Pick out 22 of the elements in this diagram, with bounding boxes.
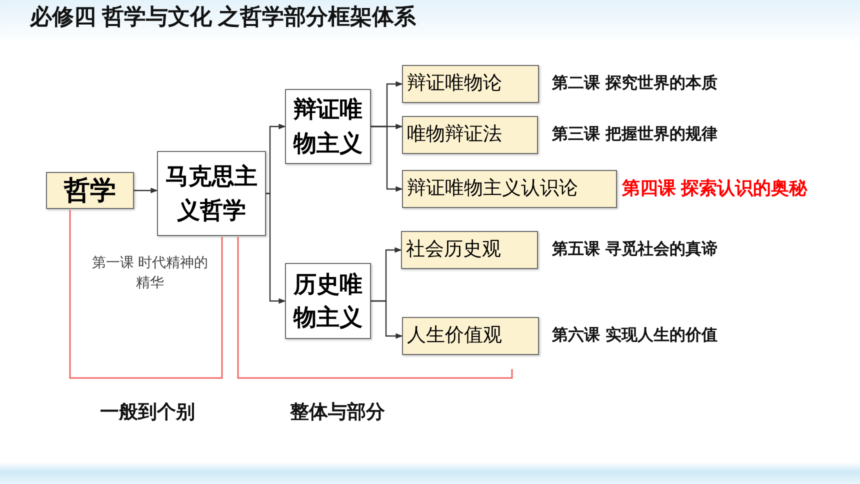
arrow (371, 126, 403, 192)
arrow (134, 188, 158, 194)
arrow (371, 300, 403, 339)
topic-box: 辩证唯物论 (402, 65, 539, 103)
bracket-label: 整体与部分 (289, 400, 386, 425)
category-box: 辩证唯物主义 (285, 89, 371, 164)
lesson-title: 第五课 寻觅社会的真谛 (552, 239, 718, 260)
category-box: 哲学 (46, 172, 134, 209)
arrow (266, 192, 286, 304)
category-box: 马克思主义哲学 (157, 151, 266, 236)
bracket-label: 一般到个别 (99, 401, 196, 425)
title: 必修四 哲学与文化 之哲学部分框架体系 (30, 3, 416, 31)
category-box: 历史唯物主义 (285, 263, 371, 339)
lesson-title: 第四课 探索认识的奥秘 (622, 177, 808, 200)
lesson-title: 第一课 时代精神的精华 (90, 254, 210, 294)
lesson-title: 第三课 把握世界的规律 (552, 124, 718, 145)
lesson-title: 第二课 探究世界的本质 (552, 73, 718, 94)
topic-box: 唯物辩证法 (402, 116, 538, 154)
topic-box: 辩证唯物主义认识论 (402, 170, 617, 208)
lesson-title: 第六课 实现人生的价值 (552, 325, 718, 346)
topic-box: 人生价值观 (402, 317, 539, 355)
topic-box: 社会历史观 (401, 231, 538, 269)
